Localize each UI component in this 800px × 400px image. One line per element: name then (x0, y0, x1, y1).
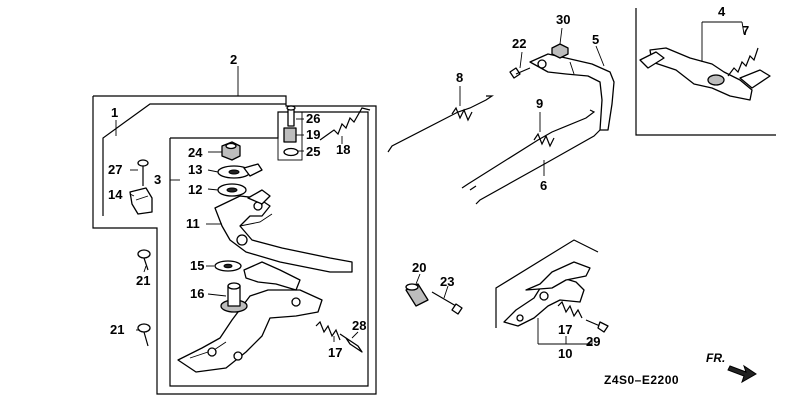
rod-8 (387, 95, 494, 153)
spring-17-right (557, 300, 583, 319)
bolt-21-lower (137, 323, 151, 347)
washer-15 (214, 260, 242, 272)
rod-6 (469, 129, 601, 205)
callout-28: 28 (352, 318, 366, 333)
callout-27: 27 (108, 162, 122, 177)
inset-frame-right (635, 8, 776, 136)
callout-15: 15 (190, 258, 204, 273)
governor-arm-assembly (177, 189, 353, 373)
lever-4 (639, 47, 771, 101)
callout-23: 23 (440, 274, 454, 289)
front-direction-label: FR. (706, 351, 725, 365)
screw-23 (431, 291, 463, 315)
nut-24 (221, 141, 241, 161)
diagram-code: Z4S0–E2200 (604, 373, 679, 387)
callout-12: 12 (188, 182, 202, 197)
callout-13: 13 (188, 162, 202, 177)
spring-7 (727, 47, 759, 77)
callout-6: 6 (540, 178, 547, 193)
callout-22: 22 (512, 36, 526, 51)
callout-5: 5 (592, 32, 599, 47)
collar-20 (405, 283, 429, 307)
assembly-frame-outer (92, 95, 377, 395)
clip-25 (283, 147, 299, 157)
callout-20: 20 (412, 260, 426, 275)
callout-26: 26 (306, 111, 320, 126)
callout-17-center: 17 (328, 345, 342, 360)
bolt-22 (509, 67, 531, 79)
spring-17-center (315, 320, 341, 341)
callout-29: 29 (586, 334, 600, 349)
callout-25: 25 (306, 144, 320, 159)
callout-16: 16 (190, 286, 204, 301)
callout-14: 14 (108, 187, 123, 202)
callout-19: 19 (306, 127, 320, 142)
callout-3: 3 (154, 172, 161, 187)
leader-lines (115, 21, 745, 345)
callout-7: 7 (742, 23, 749, 38)
inset-frame-lower (495, 239, 599, 328)
bolt-26 (286, 105, 296, 127)
spacer-19 (283, 127, 297, 143)
spring-18 (319, 107, 371, 141)
callout-30: 30 (556, 12, 570, 27)
screw-27 (137, 159, 149, 186)
callout-21-upper: 21 (136, 273, 150, 288)
washer-13 (217, 163, 263, 179)
callout-11: 11 (186, 216, 200, 231)
front-direction-arrow-icon (727, 364, 757, 384)
callout-18: 18 (336, 142, 350, 157)
callout-21-lower: 21 (110, 322, 124, 337)
clip-14 (129, 187, 153, 215)
bracket-lower-right (503, 261, 591, 327)
callout-4: 4 (718, 4, 726, 19)
callout-17-right: 17 (558, 322, 572, 337)
bolt-28 (339, 333, 363, 353)
subassembly-frame-small (102, 103, 286, 216)
screw-29 (585, 319, 609, 333)
callout-2: 2 (230, 52, 237, 67)
bolt-21-upper (137, 249, 151, 271)
callout-10: 10 (558, 346, 572, 361)
rod-9 (461, 109, 596, 189)
callout-24: 24 (188, 145, 203, 160)
nut-30 (551, 43, 569, 59)
callout-1: 1 (111, 105, 118, 120)
bracket-5 (529, 53, 615, 131)
washer-12 (217, 183, 247, 197)
callout-8: 8 (456, 70, 463, 85)
callout-9: 9 (536, 96, 543, 111)
